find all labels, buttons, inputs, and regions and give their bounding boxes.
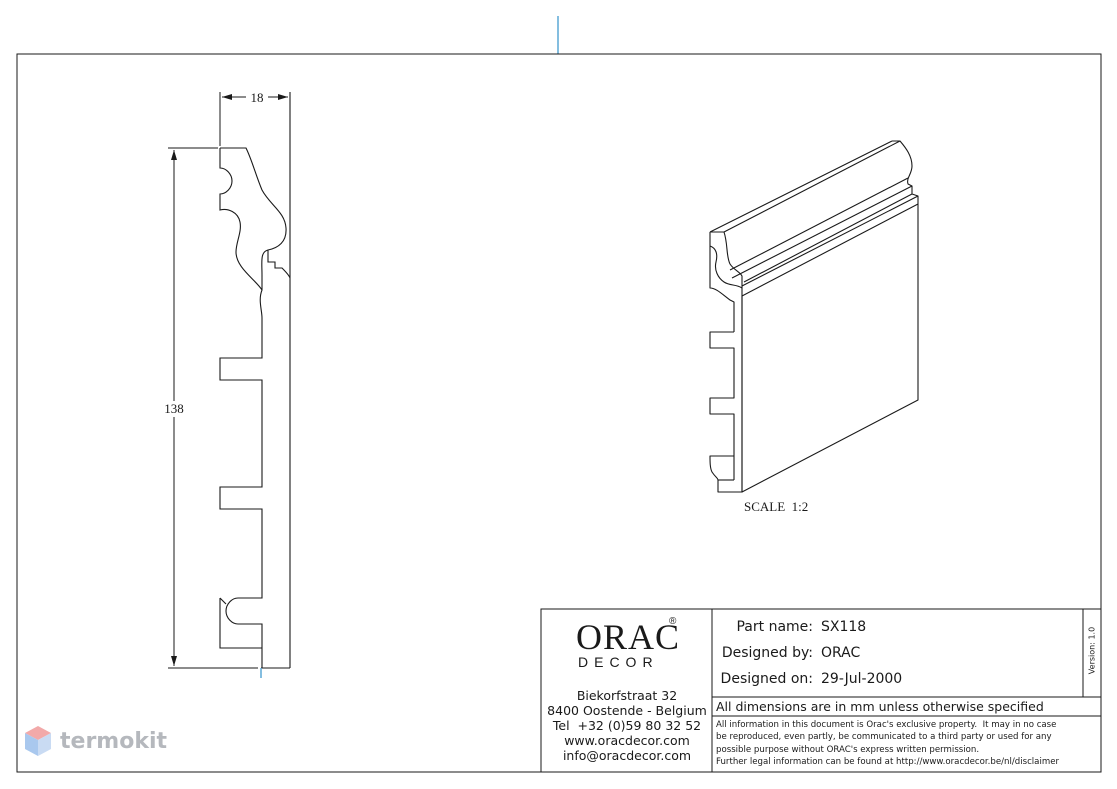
title-block bbox=[540, 608, 1102, 773]
logo-sub: DECOR bbox=[578, 654, 659, 670]
company-logo: ORAC ® DECOR bbox=[560, 614, 690, 674]
dimensions-note: All dimensions are in mm unless otherwis… bbox=[716, 699, 1044, 714]
dimension-height-text: 138 bbox=[164, 401, 184, 416]
watermark-cube-icon bbox=[25, 726, 51, 756]
designed-on-value: 29-Jul-2000 bbox=[821, 671, 903, 687]
designed-by-label: Designed by: bbox=[721, 645, 813, 661]
legal-line1: All information in this document is Orac… bbox=[716, 720, 1057, 730]
address-line2: 8400 Oostende - Belgium bbox=[547, 703, 707, 718]
watermark-text: termokit bbox=[60, 729, 168, 754]
logo-registered-mark: ® bbox=[669, 616, 677, 627]
legal-notice: All information in this document is Orac… bbox=[716, 719, 1059, 768]
profile-cross-section bbox=[219, 92, 291, 669]
legal-line3: possible purpose without ORAC's express … bbox=[716, 744, 980, 755]
part-name-value: SX118 bbox=[821, 619, 867, 635]
company-address: Biekorfstraat 32 8400 Oostende - Belgium… bbox=[542, 688, 712, 763]
isometric-view bbox=[709, 140, 919, 493]
address-line1: Biekorfstraat 32 bbox=[576, 688, 678, 703]
designed-by-value: ORAC bbox=[821, 645, 861, 661]
address-tel: Tel +32 (0)59 80 32 52 bbox=[552, 718, 702, 733]
legal-line4: Further legal information can be found a… bbox=[716, 756, 1060, 767]
dimension-width-text: 18 bbox=[251, 90, 264, 105]
legal-line2: be reproduced, even partly, be communica… bbox=[716, 732, 1052, 743]
company-email-link[interactable]: info@oracdecor.com bbox=[562, 748, 692, 763]
scale-label: SCALE 1:2 bbox=[744, 499, 808, 514]
version-label: Version: 1.0 bbox=[1087, 626, 1097, 675]
company-website-link[interactable]: www.oracdecor.com bbox=[564, 733, 690, 748]
designed-on-label: Designed on: bbox=[720, 671, 813, 687]
part-name-label: Part name: bbox=[736, 619, 813, 635]
logo-word: ORAC bbox=[576, 617, 681, 657]
